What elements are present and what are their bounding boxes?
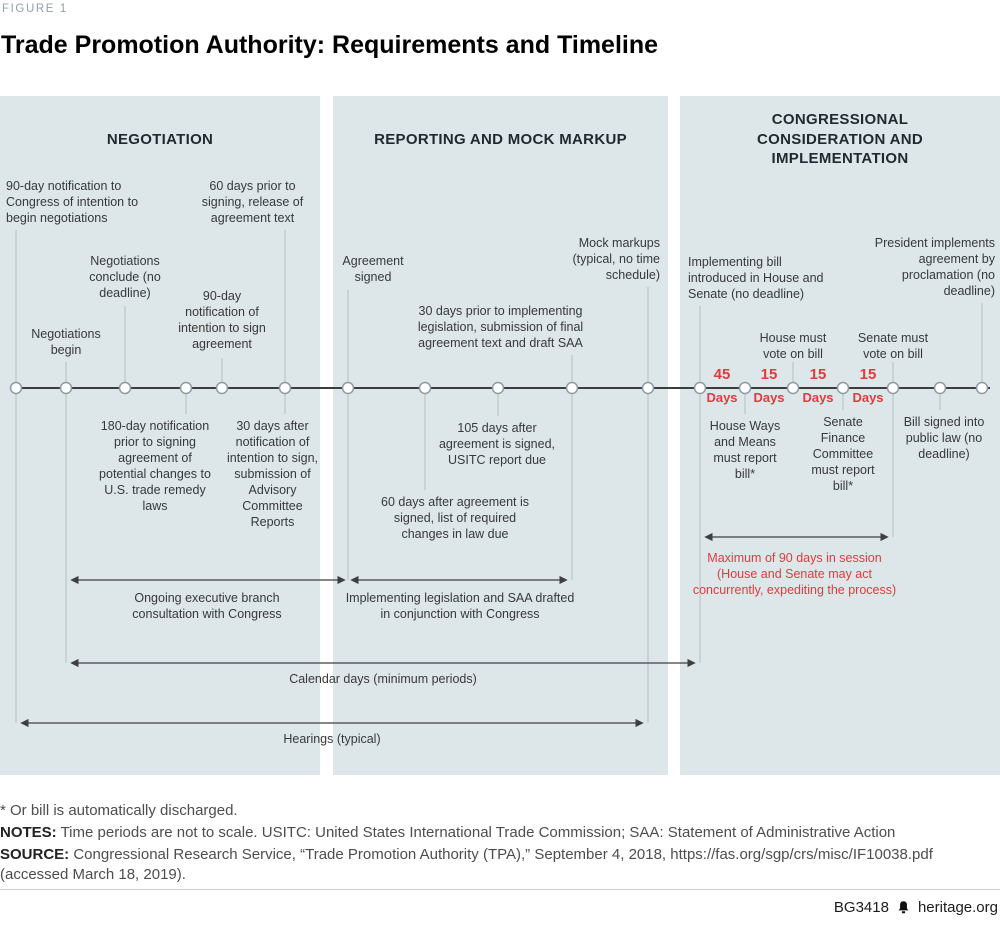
span-label-executive-consultation: Ongoing executive branch consultation wi… xyxy=(132,591,282,622)
label-agreement-signed: Agreement signed xyxy=(342,254,404,284)
label-30days-after-notification: 30 days after notification of intention … xyxy=(226,419,319,529)
label-30days-prior-implementing: 30 days prior to implementing legislatio… xyxy=(417,304,584,350)
label-senate-finance: Senate Finance Committee must report bil… xyxy=(811,415,875,493)
notes-label: NOTES: xyxy=(0,824,57,841)
footer: BG3418 heritage.org xyxy=(834,899,998,916)
duration-45-days: 45 Days xyxy=(702,367,742,405)
label-negotiations-begin: Negotiations begin xyxy=(31,327,101,357)
label-implementing-bill-introduced: Implementing bill introduced in House an… xyxy=(688,255,824,301)
label-house-ways-means: House Ways and Means must report bill* xyxy=(709,419,781,481)
label-bill-signed: Bill signed into public law (no deadline… xyxy=(903,415,985,461)
heritage-bell-icon xyxy=(896,900,911,915)
duration-value: 15 xyxy=(760,366,778,383)
page-title: Trade Promotion Authority: Requirements … xyxy=(1,31,659,59)
span-label-calendar-days: Calendar days (minimum periods) xyxy=(289,672,477,686)
label-90day-notification-sign: 90-day notification of intention to sign… xyxy=(178,289,266,351)
span-label-saa-drafting: Implementing legislation and SAA drafted… xyxy=(345,591,575,622)
panel-title-negotiation: NEGOTIATION xyxy=(106,131,214,148)
label-mock-markups: Mock markups (typical, no time schedule) xyxy=(572,236,660,282)
label-house-vote: House must vote on bill xyxy=(759,331,827,361)
duration-value: 15 xyxy=(809,366,827,383)
document-id: BG3418 xyxy=(833,899,889,916)
footnote-discharge: * Or bill is automatically discharged. xyxy=(0,802,238,819)
label-maximum-90-days: Maximum of 90 days in session (House and… xyxy=(692,551,897,597)
span-label-hearings: Hearings (typical) xyxy=(283,732,381,746)
label-negotiations-conclude: Negotiations conclude (no deadline) xyxy=(89,254,161,300)
duration-unit: Days xyxy=(802,390,834,405)
footnote-source: SOURCE: Congressional Research Service, … xyxy=(0,845,940,886)
footnote-notes: NOTES: Time periods are not to scale. US… xyxy=(0,823,980,843)
duration-value: 45 xyxy=(713,366,731,383)
notes-text: Time periods are not to scale. USITC: Un… xyxy=(56,824,896,841)
panel-title-reporting: REPORTING AND MOCK MARKUP xyxy=(374,131,627,148)
duration-15-days-1: 15 Days xyxy=(749,367,789,405)
panel-title-congressional: CONGRESSIONAL CONSIDERATION AND IMPLEMEN… xyxy=(757,111,923,167)
label-senate-vote: Senate must vote on bill xyxy=(857,331,929,361)
duration-value: 15 xyxy=(859,366,877,383)
source-text: Congressional Research Service, “Trade P… xyxy=(0,846,933,884)
label-90day-notification-begin: 90-day notification to Congress of inten… xyxy=(6,179,139,225)
duration-unit: Days xyxy=(753,390,785,405)
label-60days-changes: 60 days after agreement is signed, list … xyxy=(381,495,529,541)
duration-unit: Days xyxy=(706,390,738,405)
label-60days-prior-signing: 60 days prior to signing, release of agr… xyxy=(201,179,304,225)
label-105days-usitc: 105 days after agreement is signed, USIT… xyxy=(438,421,556,467)
duration-15-days-2: 15 Days xyxy=(798,367,838,405)
site-name: heritage.org xyxy=(917,899,998,916)
label-president-proclamation: President implements agreement by procla… xyxy=(874,236,995,298)
duration-unit: Days xyxy=(852,390,884,405)
panel-congressional xyxy=(680,96,1000,775)
source-label: SOURCE: xyxy=(0,846,70,863)
figure-number: FIGURE 1 xyxy=(2,3,68,15)
duration-15-days-3: 15 Days xyxy=(848,367,888,405)
footer-divider xyxy=(0,889,1000,890)
label-180day-notification: 180-day notification prior to signing ag… xyxy=(99,419,211,513)
